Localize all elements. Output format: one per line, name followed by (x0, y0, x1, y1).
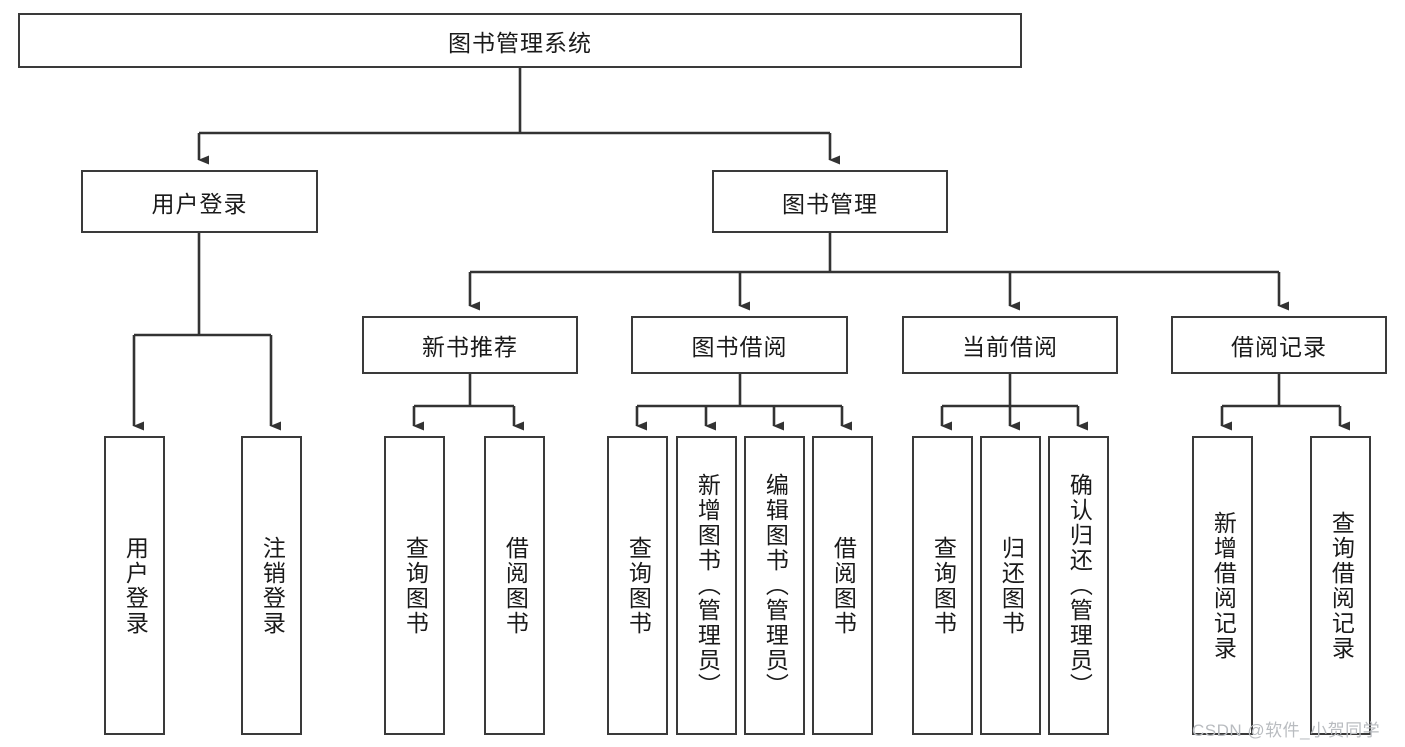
node-new-book-recommend[interactable]: 新书推荐 (362, 316, 578, 374)
leaf-add-book[interactable]: 新增图书（管理员） (676, 436, 737, 735)
leaf-user-login-label: 用户登录 (122, 535, 149, 636)
leaf-query-book-2-label: 查询图书 (625, 535, 652, 636)
node-borrow-record-label: 借阅记录 (1231, 334, 1327, 360)
leaf-query-book-1-label: 查询图书 (402, 535, 429, 636)
node-book-borrow[interactable]: 图书借阅 (631, 316, 848, 374)
node-root-label: 图书管理系统 (448, 29, 592, 56)
node-root[interactable]: 图书管理系统 (18, 13, 1022, 68)
leaf-return-book[interactable]: 归还图书 (980, 436, 1041, 735)
node-book-borrow-label: 图书借阅 (691, 334, 788, 360)
leaf-query-borrow-record[interactable]: 查询借阅记录 (1310, 436, 1371, 735)
leaf-logout-login-label: 注销登录 (259, 535, 286, 636)
node-user-login[interactable]: 用户登录 (81, 170, 318, 233)
leaf-add-book-label: 新增图书（管理员） (694, 473, 721, 698)
node-current-borrow[interactable]: 当前借阅 (902, 316, 1118, 374)
node-borrow-record[interactable]: 借阅记录 (1171, 316, 1387, 374)
leaf-query-book-2[interactable]: 查询图书 (607, 436, 668, 735)
leaf-confirm-return[interactable]: 确认归还（管理员） (1048, 436, 1109, 735)
leaf-query-book-3[interactable]: 查询图书 (912, 436, 973, 735)
leaf-query-borrow-record-label: 查询借阅记录 (1328, 510, 1355, 661)
leaf-query-book-3-label: 查询图书 (930, 535, 957, 636)
csdn-watermark: CSDN @软件_小贺同学 (1192, 721, 1381, 740)
leaf-edit-book-label: 编辑图书（管理员） (762, 473, 789, 698)
leaf-user-login[interactable]: 用户登录 (104, 436, 165, 735)
leaf-add-borrow-record[interactable]: 新增借阅记录 (1192, 436, 1253, 735)
leaf-return-book-label: 归还图书 (998, 535, 1025, 636)
leaf-query-book-1[interactable]: 查询图书 (384, 436, 445, 735)
leaf-borrow-book-1[interactable]: 借阅图书 (484, 436, 545, 735)
leaf-borrow-book-2[interactable]: 借阅图书 (812, 436, 873, 735)
node-book-manage-label: 图书管理 (782, 190, 878, 217)
leaf-borrow-book-2-label: 借阅图书 (830, 535, 857, 636)
node-user-login-label: 用户登录 (151, 190, 248, 217)
leaf-logout-login[interactable]: 注销登录 (241, 436, 302, 735)
leaf-edit-book[interactable]: 编辑图书（管理员） (744, 436, 805, 735)
leaf-borrow-book-1-label: 借阅图书 (502, 535, 529, 636)
node-book-manage[interactable]: 图书管理 (712, 170, 948, 233)
leaf-confirm-return-label: 确认归还（管理员） (1066, 473, 1093, 698)
node-new-book-recommend-label: 新书推荐 (422, 334, 518, 360)
leaf-add-borrow-record-label: 新增借阅记录 (1210, 510, 1237, 661)
node-current-borrow-label: 当前借阅 (962, 334, 1058, 360)
